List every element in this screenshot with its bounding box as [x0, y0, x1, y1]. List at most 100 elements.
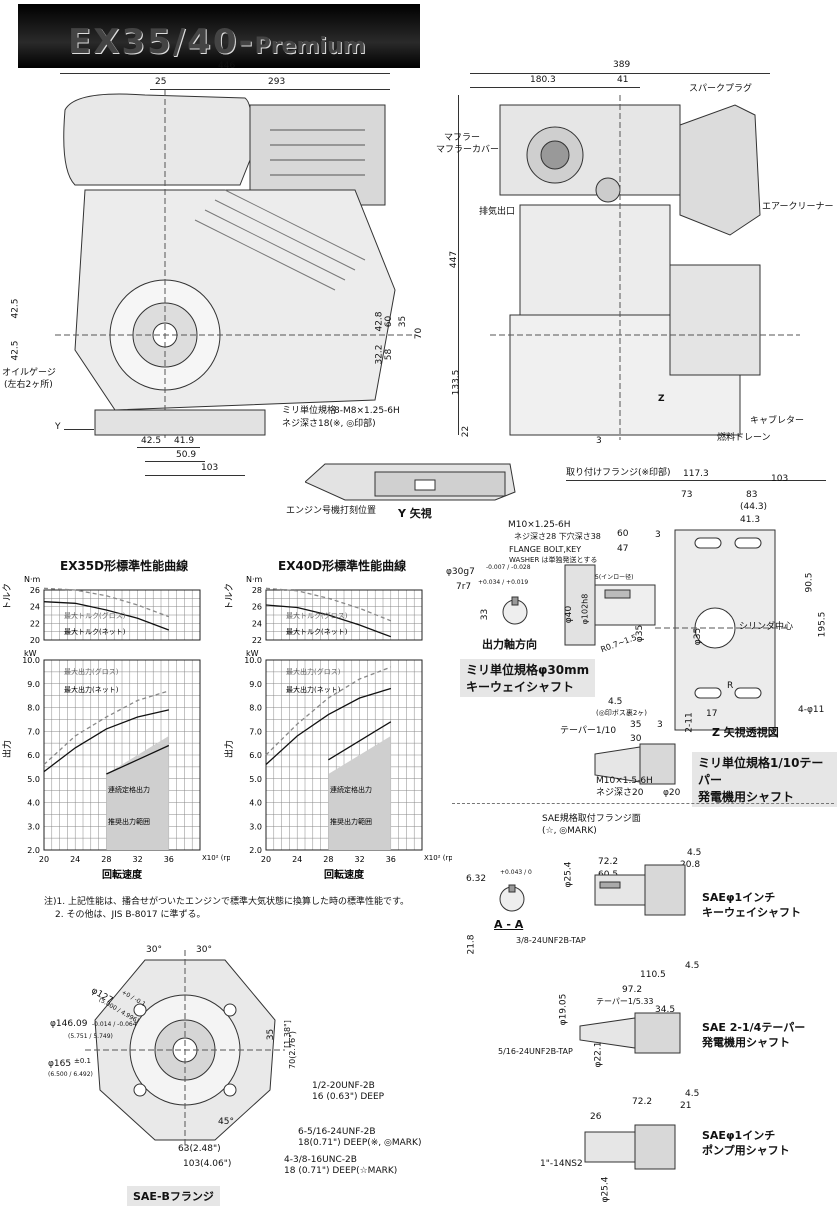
dim-side-small: 3 [596, 436, 602, 446]
torque-frame [265, 589, 423, 641]
dim-sae-l4: 20.8 [680, 860, 701, 870]
recommended-range-area [328, 736, 391, 850]
pump-thread: 1"-14NS2 [540, 1159, 583, 1169]
ex40d-performance-chart: N·mkW2826242210.09.08.07.06.05.04.03.02.… [223, 575, 452, 881]
washer-note: WASHER は単独発送とする [509, 556, 598, 564]
power-unit: kW [24, 649, 37, 658]
series-line [328, 721, 392, 761]
dia-146: φ146.09 [50, 1019, 88, 1029]
sae-taper-title-line1: SAE 2-1/4テーパー [702, 1021, 806, 1034]
power-tick-label: 4.0 [249, 799, 262, 808]
serial-number-position: エンジン号機打刻位置 [286, 506, 377, 516]
torque-tick-label: 24 [30, 603, 40, 612]
max-power-net-label: 最大出力(ネット) [64, 685, 119, 694]
dim-z-s3-note: (◎印ボス裏2ヶ) [596, 709, 648, 717]
sae-taper-title: SAE 2-1/4テーパー 発電機用シャフト [702, 1020, 805, 1050]
dim-z1: 117.3 [683, 469, 709, 479]
sae-taper-tap: 5/16-24UNF2B-TAP [498, 1047, 573, 1056]
sae-key-width: 6.32 [466, 874, 487, 884]
series-line [265, 687, 391, 765]
dim-sae-l1: 72.2 [598, 857, 619, 867]
angle-right: 30° [196, 945, 212, 955]
oil-gauge-note: (左右2ヶ所) [4, 380, 53, 390]
power-tick-label: 2.0 [249, 846, 262, 855]
power-tick-label: 2.0 [27, 846, 40, 855]
max-torque-gross-label: 最大トルク(グロス) [286, 611, 348, 620]
y-view-title: Y 矢視 [398, 507, 432, 520]
max-power-gross-label: 最大出力(グロス) [64, 667, 119, 676]
power-tick-label: 8.0 [27, 704, 40, 713]
max-power-gross-label: 最大出力(グロス) [286, 667, 341, 676]
torque-unit: N·m [246, 575, 263, 584]
recommended-range-label: 推奨出力範囲 [330, 817, 372, 826]
power-tick-label: 9.0 [27, 680, 40, 689]
taper-thread: M10×1.5-6H [596, 776, 653, 786]
x-tick-label: 32 [133, 855, 143, 864]
dim-taper-d2: 30 [630, 734, 642, 744]
torque-tick-label: 24 [252, 619, 262, 628]
dia-165: φ165 [48, 1059, 72, 1069]
x-axis-label: 回転速度 [324, 868, 365, 881]
taper-ratio: テーパー1/10 [560, 726, 617, 736]
dim-z-shaft: φ35 [693, 627, 704, 646]
dim-z2: 103 [771, 474, 789, 484]
x-tick-label: 20 [261, 855, 271, 864]
thread-1: 1/2-20UNF-2B [312, 1081, 375, 1091]
sae-pump-title: SAEφ1インチ ポンプ用シャフト [702, 1128, 790, 1158]
z-arrow-label: Z [658, 394, 665, 404]
series-line [106, 744, 170, 775]
x-tick-label: 36 [386, 855, 396, 864]
section-a-a-label: A - A [494, 918, 524, 931]
max-torque-gross-label: 最大トルク(グロス) [64, 611, 126, 620]
mount-flange-label: 取り付けフランジ(※印部) [566, 468, 671, 478]
ex35d-performance-chart: N·mkW2624222010.09.08.07.06.05.04.03.02.… [1, 575, 230, 881]
z-view-drawing [655, 529, 790, 731]
radius-r-label: R [727, 681, 734, 691]
dim-foot: 22 [461, 425, 472, 438]
dim-base: 133.5 [451, 369, 462, 396]
dim-sae-l3: 4.5 [687, 848, 702, 858]
sae-taper-ratio: テーパー1/5.33 [596, 997, 654, 1006]
thread-depth: ネジ深さ18(※, ◎印部) [282, 419, 376, 429]
power-tick-label: 3.0 [27, 822, 40, 831]
exhaust-label: 排気出口 [479, 207, 516, 217]
dim-pump-l2: 26 [590, 1112, 602, 1122]
shaft-thread: M10×1.25-6H [508, 520, 571, 530]
dim-shaft-l1: 60 [617, 529, 629, 539]
dim-pump-l1: 72.2 [632, 1097, 653, 1107]
front-engine-drawing [55, 90, 415, 440]
power-tick-label: 6.0 [27, 751, 40, 760]
dim-b4: 103 [201, 463, 219, 473]
dim-r1: 42.8 [374, 311, 385, 332]
torque-axis-label: トルク [224, 583, 235, 610]
keyway-shaft-drawing [564, 564, 656, 646]
keyway-title-line1: ミリ単位規格φ30mm [466, 663, 590, 677]
shaft-diameter: φ30g7 [446, 567, 475, 577]
x-tick-label: 28 [101, 855, 111, 864]
chart2-title: EX40D形標準性能曲線 [278, 559, 407, 573]
y-view-drawing [305, 463, 516, 501]
dim-side-left: 180.3 [530, 75, 556, 85]
dim-z4: 83 [746, 490, 758, 500]
dim-pump-l4: 21 [680, 1101, 692, 1111]
title-banner: EX35/40-Premium [18, 4, 420, 68]
dim-b2: 41.9 [174, 436, 195, 446]
power-tick-label: 8.0 [249, 704, 262, 713]
power-tick-label: 5.0 [249, 775, 262, 784]
dim-r4: 70 [414, 327, 425, 340]
torque-tick-label: 20 [30, 636, 40, 645]
dim-z-s1: 17 [706, 709, 718, 719]
sae-key-width-tol: +0.043 / 0 [500, 869, 532, 876]
sae-key-title: SAEφ1インチ キーウェイシャフト [702, 890, 801, 920]
thread-3-depth: 18 (0.71") DEEP(☆MARK) [284, 1166, 398, 1176]
power-tick-label: 7.0 [249, 727, 262, 736]
key-length: 5(インロー径) [595, 574, 634, 581]
series-line [43, 587, 170, 618]
dim-z6: 41.3 [740, 515, 761, 525]
dim-b3: 50.9 [176, 450, 197, 460]
sae-flange-header-note: (☆, ◎MARK) [542, 826, 597, 836]
x-tick-label: 24 [292, 855, 302, 864]
sae-flange-header: SAE規格取付フランジ面 [542, 814, 641, 824]
flange-bolt-note: FLANGE BOLT,KEY [509, 545, 582, 554]
dim-z5: (44.3) [740, 502, 768, 512]
